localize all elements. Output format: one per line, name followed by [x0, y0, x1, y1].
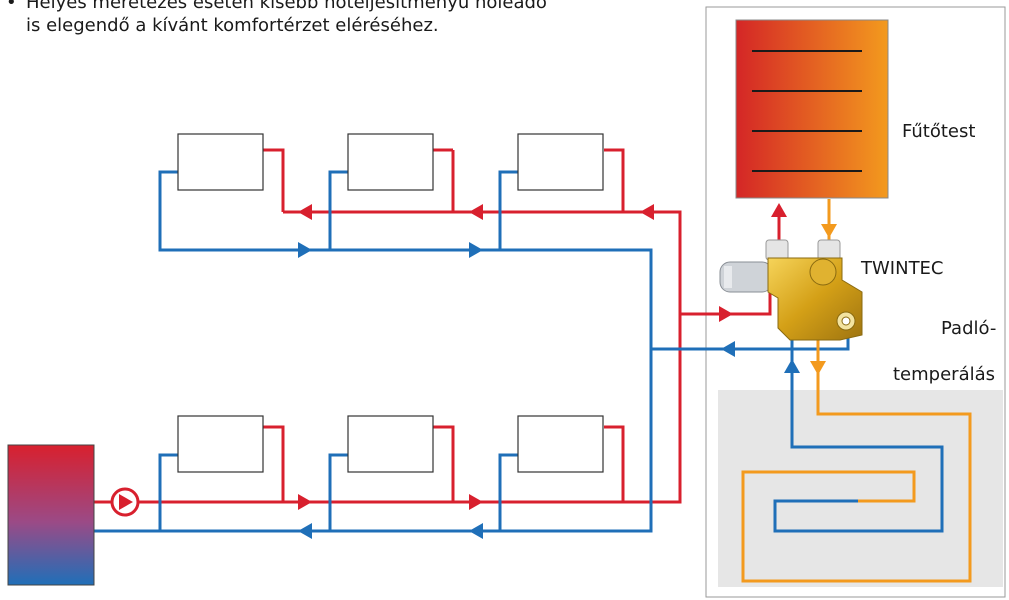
bullet-line-1: Helyes méretezés esetén kisebb hőteljesí… [26, 0, 547, 13]
flow-arrows [298, 203, 837, 539]
valve-label: TWINTEC [861, 258, 944, 279]
large-radiator [735, 19, 889, 199]
pump-icon [110, 487, 140, 517]
bullet-marker: • [6, 0, 17, 13]
twintec-valve-icon [719, 239, 863, 341]
return-pipes [93, 170, 858, 533]
floor-return-inner [858, 445, 944, 533]
small-radiators [177, 133, 604, 473]
radiator-label: Fűtőtest [902, 121, 976, 142]
bullet-text: • Helyes méretezés esetén kisebb hőtelje… [6, 0, 706, 37]
floor-heating-area [718, 390, 1003, 587]
bullet-line-2: is elegendő a kívánt komfortérzet elérés… [26, 15, 439, 36]
floor-heating-label-1: Padló- [941, 318, 997, 339]
storage-tank [7, 444, 95, 586]
floor-heating-label-2: temperálás [893, 364, 996, 385]
